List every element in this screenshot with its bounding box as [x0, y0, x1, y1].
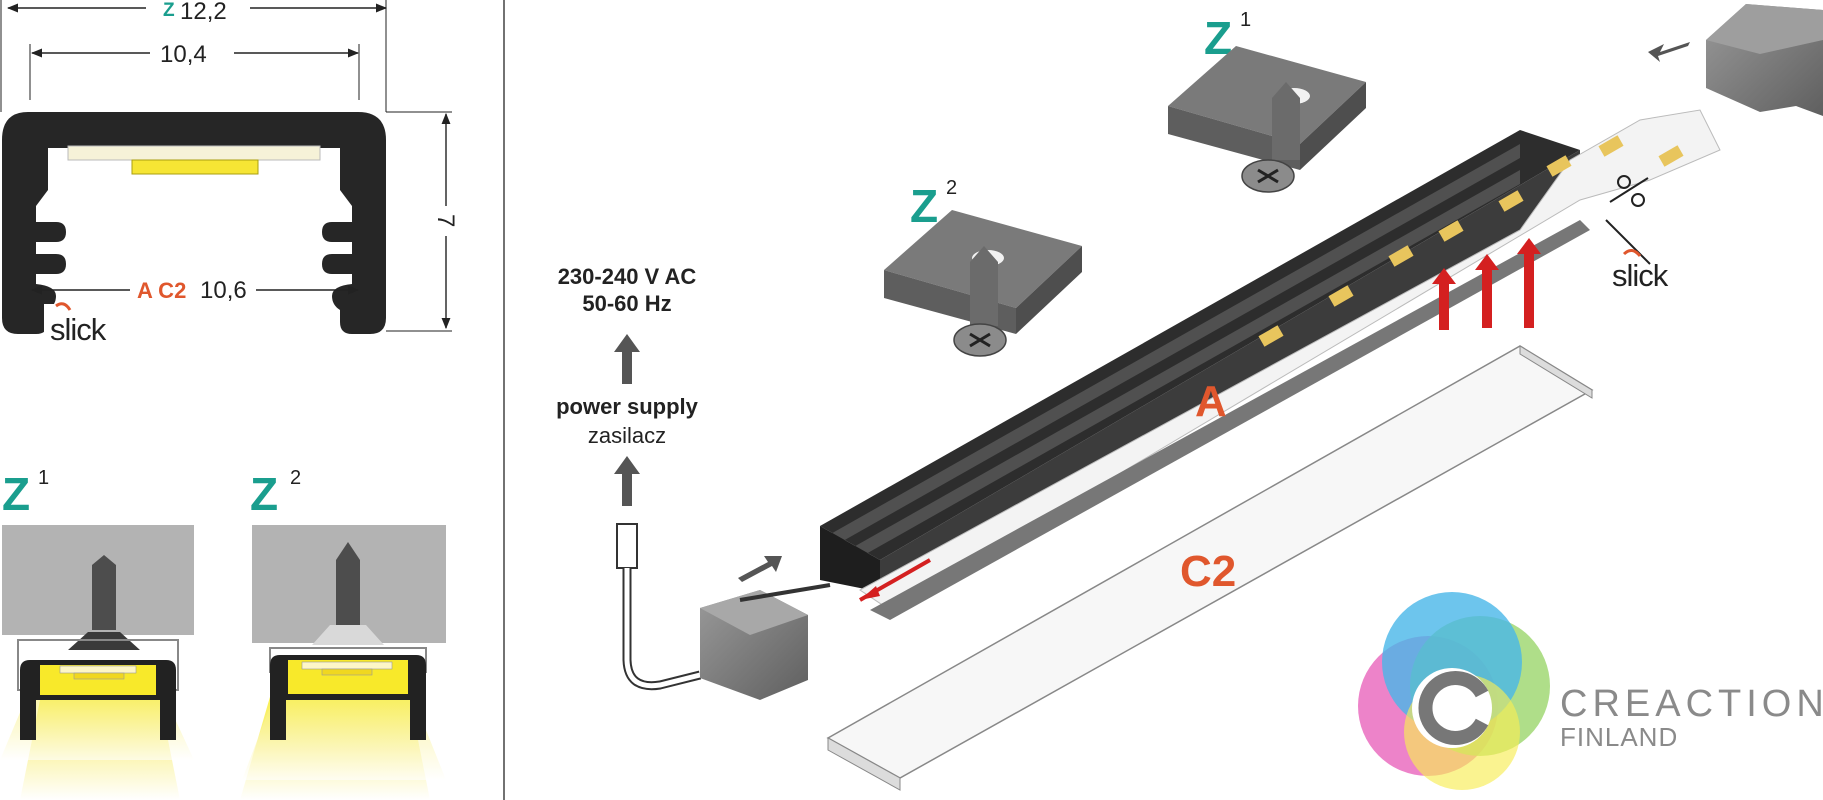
arrow-up-icon-2: [614, 456, 640, 506]
cross-section: Z 12,2 10,4 7 A C2 10,6: [0, 0, 460, 347]
dimension-diffuser-width: A C2 10,6: [30, 275, 360, 304]
clip-z2: Z 2: [884, 177, 1082, 357]
creaction-logo: CREACTION FINLAND: [1358, 592, 1823, 790]
diffuser-c2: [826, 345, 1594, 791]
outer-width-value: 12,2: [180, 0, 227, 25]
end-cap-right: [1648, 4, 1823, 116]
insert-arrow-icon: [1648, 42, 1690, 62]
arrow-up-icon: [614, 334, 640, 384]
mount-z1-letter: Z: [2, 468, 30, 520]
power-cable: [622, 568, 702, 691]
clip-z1: Z 1: [1168, 9, 1366, 193]
red-arrow-icon: [1517, 238, 1541, 328]
red-arrow-icon: [1475, 254, 1499, 328]
scissors-icon: [1605, 175, 1651, 265]
clip-z2-sup: 2: [946, 177, 957, 199]
diffuser-strip: [67, 145, 321, 161]
diffuser-width-prefix: A C2: [137, 278, 186, 303]
dimension-inner-width: 10,4: [29, 40, 360, 100]
slick-logo-right: slick: [1612, 249, 1670, 293]
power-connector: [616, 523, 638, 569]
outer-width-prefix: Z: [163, 0, 175, 21]
profile-rail: [870, 220, 1590, 620]
profile-cross-section: [2, 112, 386, 334]
mount-view-z1: Z 1: [0, 467, 194, 800]
power-supply-label: power supply: [556, 394, 699, 419]
insert-arrow-icon: [738, 556, 782, 582]
voltage-line-2: 50-60 Hz: [582, 291, 671, 316]
clip-z1-sup: 1: [1240, 9, 1251, 31]
voltage-line-1: 230-240 V AC: [558, 264, 697, 289]
diffuser-width-value: 10,6: [200, 277, 247, 304]
led-chip: [131, 159, 259, 175]
power-supply-section: 230-240 V AC 50-60 Hz power supply zasil…: [556, 264, 702, 691]
slick-brand-label: slick: [50, 312, 107, 347]
clip-z2-letter: Z: [910, 180, 938, 232]
logo-line-2: FINLAND: [1560, 722, 1678, 752]
mount-view-z2: Z 2: [240, 467, 446, 800]
mount-z2-letter: Z: [250, 468, 278, 520]
led-strip: [859, 109, 1721, 611]
profile-label-a: A: [1195, 377, 1227, 426]
inner-width-value: 10,4: [160, 41, 207, 68]
slide-arrow-icon: [860, 586, 880, 600]
insert-arrows: [1432, 238, 1541, 330]
red-arrow-icon: [1432, 268, 1456, 330]
diffuser-label-c2: C2: [1180, 547, 1236, 596]
mount-z1-sup: 1: [38, 467, 49, 489]
mount-z2-sup: 2: [290, 467, 301, 489]
dimension-outer-width: Z 12,2: [0, 0, 388, 112]
end-cap-left: [700, 556, 831, 700]
height-value: 7: [432, 214, 459, 227]
logo-line-1: CREACTION: [1560, 683, 1823, 725]
slick-logo-left: slick: [44, 302, 124, 347]
dimension-height: 7: [386, 111, 460, 332]
slick-brand-label-right: slick: [1612, 258, 1669, 293]
power-supply-label-pl: zasilacz: [588, 423, 666, 448]
